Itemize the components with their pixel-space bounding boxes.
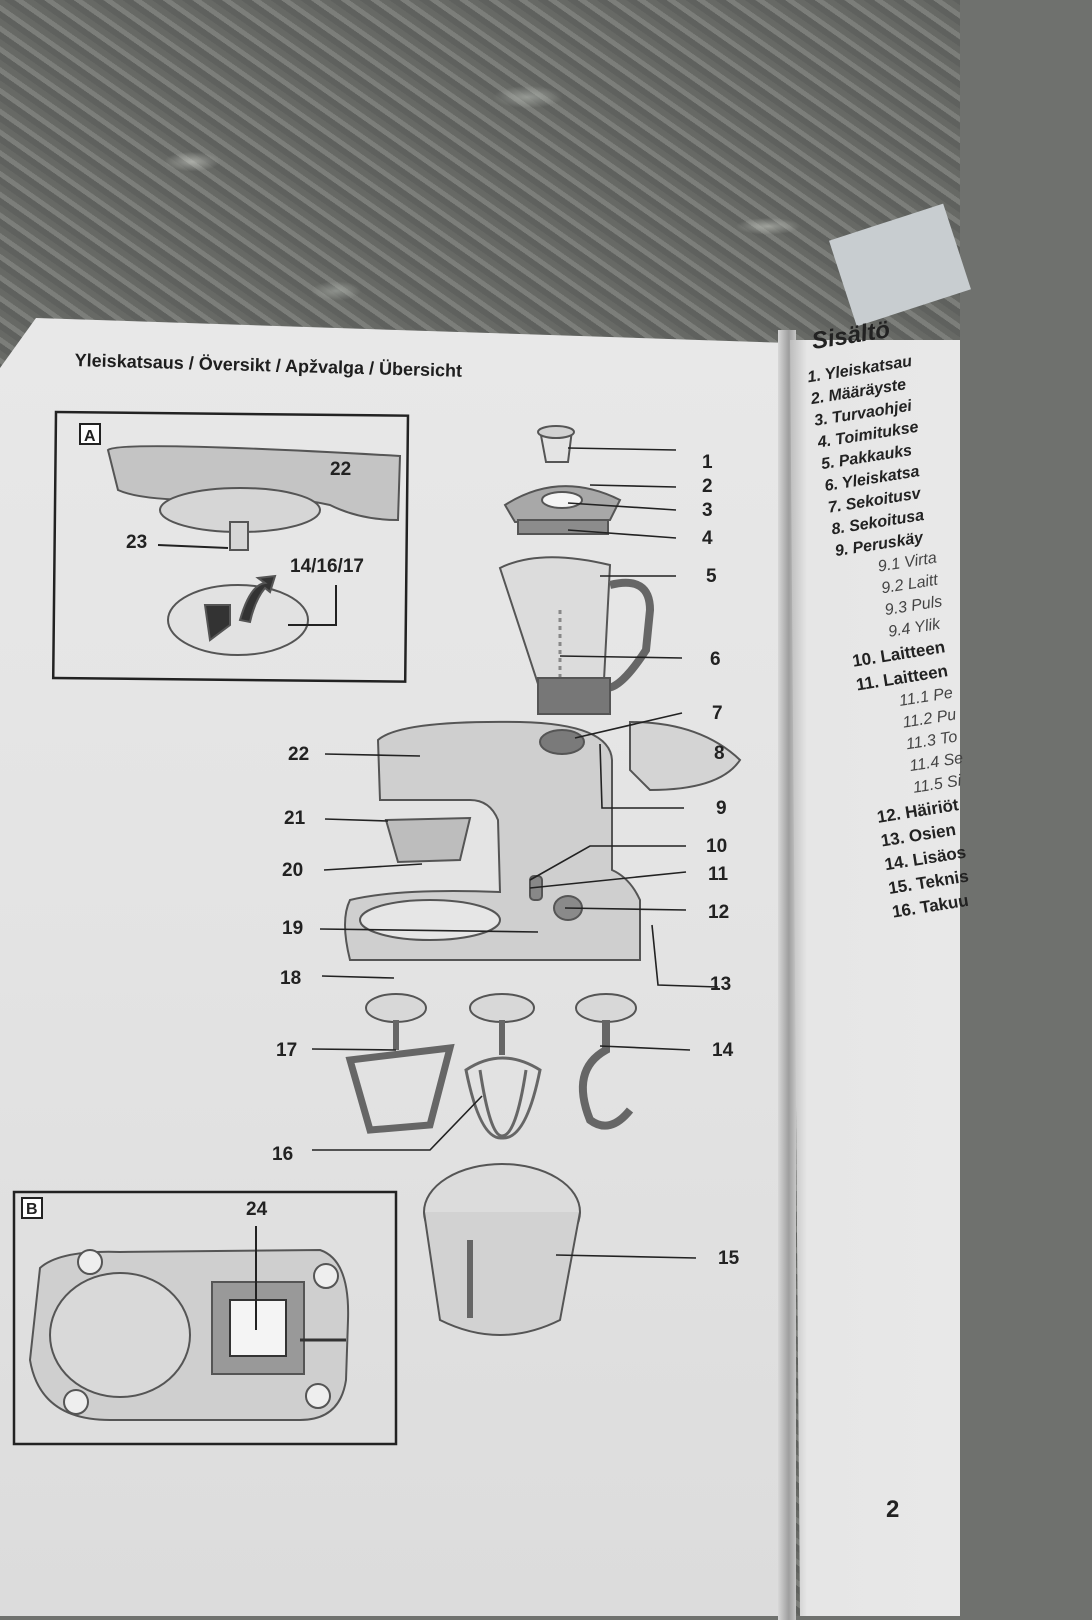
blender-lid-cap bbox=[537, 425, 575, 463]
box-b-label: B bbox=[26, 1201, 38, 1218]
box-a-part-22: 22 bbox=[330, 459, 351, 480]
mixer-lid-cover bbox=[629, 720, 742, 792]
callout-11: 11 bbox=[708, 864, 729, 885]
blender-lid bbox=[503, 485, 622, 535]
box-a-part-23: 23 bbox=[126, 532, 147, 553]
box-b-part-24: 24 bbox=[246, 1199, 268, 1220]
callout-8: 8 bbox=[714, 743, 725, 764]
callout-18: 18 bbox=[280, 968, 301, 989]
callout-19: 19 bbox=[282, 918, 303, 939]
exploded-view-diagram: A 22 23 14/16/17 bbox=[12, 410, 742, 1446]
beater-tool bbox=[345, 993, 455, 1134]
page-number: 2 bbox=[886, 1496, 900, 1523]
box-b: B 24 bbox=[12, 1190, 398, 1446]
whisk-tool bbox=[464, 993, 542, 1140]
callout-20: 20 bbox=[282, 860, 303, 881]
book-spine bbox=[778, 330, 796, 1620]
callout-22: 22 bbox=[288, 744, 309, 765]
callout-10: 10 bbox=[706, 836, 727, 857]
callout-17: 17 bbox=[276, 1040, 297, 1061]
callout-1: 1 bbox=[702, 452, 713, 473]
callout-13: 13 bbox=[710, 974, 731, 995]
callout-15: 15 bbox=[718, 1248, 740, 1269]
callout-21: 21 bbox=[284, 808, 306, 829]
manual-right-page bbox=[790, 340, 960, 1616]
callout-9: 9 bbox=[716, 798, 727, 819]
callout-4: 4 bbox=[702, 528, 713, 549]
callout-16: 16 bbox=[272, 1144, 293, 1165]
mixing-bowl bbox=[423, 1163, 581, 1336]
callout-7: 7 bbox=[712, 703, 723, 724]
callout-2: 2 bbox=[702, 476, 713, 497]
callout-3: 3 bbox=[702, 500, 713, 521]
leader-lines bbox=[311, 447, 719, 1259]
box-a-label: A bbox=[84, 428, 96, 445]
blender-jar bbox=[498, 556, 655, 715]
box-a-part-14-16-17: 14/16/17 bbox=[290, 556, 364, 577]
callout-5: 5 bbox=[706, 566, 717, 587]
callout-14: 14 bbox=[712, 1040, 734, 1061]
dough-hook-tool bbox=[575, 993, 637, 1130]
mixer-body bbox=[344, 720, 641, 961]
callout-12: 12 bbox=[708, 902, 729, 923]
box-a: A 22 23 14/16/17 bbox=[51, 410, 410, 683]
callout-6: 6 bbox=[710, 649, 721, 670]
